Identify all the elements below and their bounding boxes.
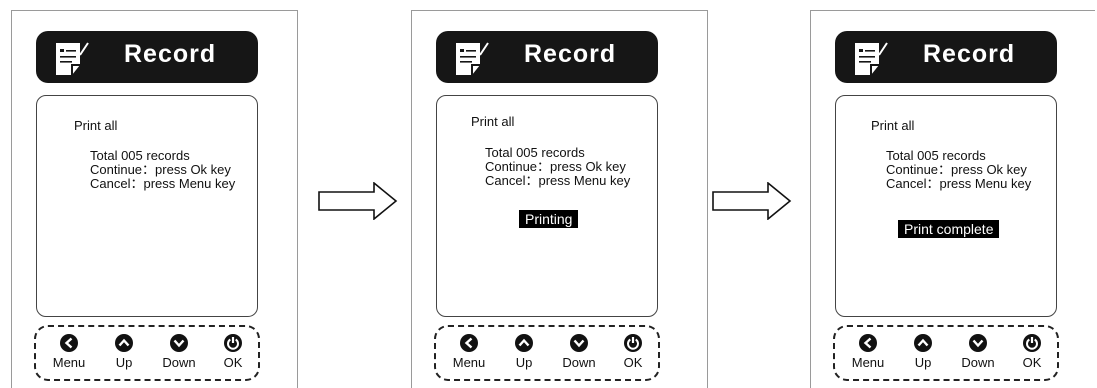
continue-instruction: Continue：press Ok key <box>485 159 626 174</box>
up-arrow-circle-icon <box>914 334 932 352</box>
down-key-label: Down <box>562 355 596 370</box>
record-document-icon <box>56 42 89 75</box>
printing-status: Printing <box>519 210 579 228</box>
left-arrow-circle-icon <box>460 334 478 352</box>
menu-key[interactable]: Menu <box>444 333 494 371</box>
up-key-label: Up <box>914 355 932 370</box>
record-title: Record <box>124 40 217 68</box>
total-records-text: Total 005 records <box>886 148 986 163</box>
print-all-label: Print all <box>74 118 118 133</box>
menu-key[interactable]: Menu <box>44 333 94 371</box>
total-records-text: Total 005 records <box>90 148 190 163</box>
total-records-text: Total 005 records <box>485 145 585 160</box>
device-panel-2: Record Print all Total 005 records Conti… <box>411 10 708 388</box>
ok-key-label: OK <box>223 355 243 370</box>
down-key[interactable]: Down <box>554 333 604 371</box>
left-arrow-circle-icon <box>859 334 877 352</box>
cancel-instruction: Cancel：press Menu key <box>90 176 236 191</box>
display-screen: Print all Total 005 records Continue：pre… <box>835 95 1057 317</box>
ok-key[interactable]: OK <box>608 333 658 371</box>
device-panel-3: Record Print all Total 005 records Conti… <box>810 10 1095 388</box>
down-arrow-circle-icon <box>170 334 188 352</box>
record-info: Total 005 records Continue：press Ok key … <box>485 146 630 188</box>
record-title: Record <box>524 40 617 68</box>
menu-key-label: Menu <box>52 355 86 370</box>
record-header: Record <box>835 31 1057 83</box>
up-key-label: Up <box>515 355 533 370</box>
down-key-label: Down <box>961 355 995 370</box>
record-info: Total 005 records Continue：press Ok key … <box>90 149 235 191</box>
power-circle-icon <box>224 334 242 352</box>
right-arrow-icon <box>712 182 792 220</box>
right-arrow-icon <box>318 182 398 220</box>
key-bar: Menu Up Down OK <box>434 325 660 381</box>
menu-key-label: Menu <box>452 355 486 370</box>
power-circle-icon <box>1023 334 1041 352</box>
cancel-instruction: Cancel：press Menu key <box>485 173 631 188</box>
record-header: Record <box>36 31 258 83</box>
device-panel-1: Record Print all Total 005 records Conti… <box>11 10 298 388</box>
down-key[interactable]: Down <box>953 333 1003 371</box>
print-complete-status: Print complete <box>898 220 1000 238</box>
ok-key[interactable]: OK <box>208 333 258 371</box>
up-arrow-circle-icon <box>115 334 133 352</box>
cancel-instruction: Cancel：press Menu key <box>886 176 1032 191</box>
key-bar: Menu Up Down OK <box>833 325 1059 381</box>
up-key[interactable]: Up <box>499 333 549 371</box>
continue-instruction: Continue：press Ok key <box>90 162 231 177</box>
down-arrow-circle-icon <box>570 334 588 352</box>
power-circle-icon <box>624 334 642 352</box>
up-key[interactable]: Up <box>898 333 948 371</box>
down-key-label: Down <box>162 355 196 370</box>
up-key[interactable]: Up <box>99 333 149 371</box>
ok-key-label: OK <box>623 355 643 370</box>
down-key[interactable]: Down <box>154 333 204 371</box>
key-bar: Menu Up Down OK <box>34 325 260 381</box>
record-document-icon <box>855 42 888 75</box>
up-arrow-circle-icon <box>515 334 533 352</box>
print-all-label: Print all <box>471 114 515 129</box>
ok-key-label: OK <box>1022 355 1042 370</box>
record-document-icon <box>456 42 489 75</box>
ok-key[interactable]: OK <box>1007 333 1057 371</box>
left-arrow-circle-icon <box>60 334 78 352</box>
menu-key-label: Menu <box>851 355 885 370</box>
down-arrow-circle-icon <box>969 334 987 352</box>
record-header: Record <box>436 31 658 83</box>
record-title: Record <box>923 40 1016 68</box>
up-key-label: Up <box>115 355 133 370</box>
display-screen: Print all Total 005 records Continue：pre… <box>436 95 658 317</box>
print-all-label: Print all <box>871 118 915 133</box>
record-info: Total 005 records Continue：press Ok key … <box>886 149 1031 191</box>
menu-key[interactable]: Menu <box>843 333 893 371</box>
display-screen: Print all Total 005 records Continue：pre… <box>36 95 258 317</box>
continue-instruction: Continue：press Ok key <box>886 162 1027 177</box>
